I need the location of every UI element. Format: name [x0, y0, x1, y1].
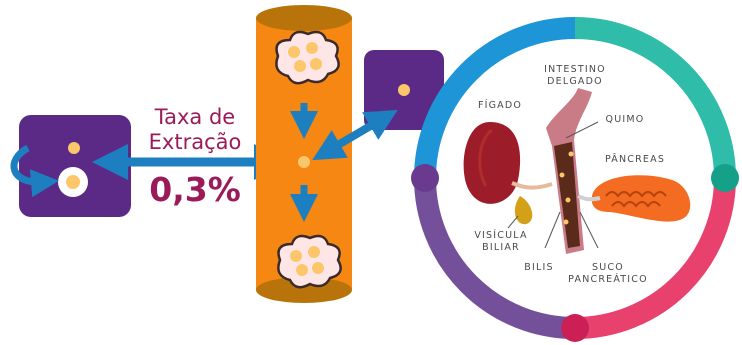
label-quimo: QUIMO	[605, 114, 645, 125]
label-suco-line2: PANCREÁTICO	[568, 274, 648, 285]
extraction-rate-value: 0,3%	[149, 170, 241, 209]
left-box	[10, 115, 131, 217]
nutrient-cluster-top	[275, 30, 340, 85]
label-intestino-delgado: INTESTINO DELGADO	[540, 64, 610, 88]
cycle-arrow	[10, 144, 59, 198]
molecule-dot	[68, 142, 80, 154]
label-intestino-line2: DELGADO	[547, 76, 603, 87]
label-vesicula-line1: VISÍCULA	[474, 230, 528, 241]
orange-column	[256, 5, 352, 303]
label-bilis: BILIS	[524, 262, 554, 273]
exchange-arrow	[312, 109, 398, 161]
leader-lines	[507, 121, 599, 249]
liver	[463, 122, 521, 204]
label-intestino-line1: INTESTINO	[544, 64, 606, 75]
extraction-rate-title: Taxa de Extração	[140, 105, 250, 155]
pancreas	[577, 175, 691, 222]
nutrient-cluster-bottom	[277, 234, 342, 289]
label-vesicula-biliar: VISÍCULA BILIAR	[466, 230, 536, 254]
gallbladder	[511, 181, 553, 225]
label-suco-line1: SUCO	[592, 262, 624, 273]
label-vesicula-line2: BILIAR	[482, 242, 520, 253]
extraction-title-line2: Extração	[148, 130, 242, 154]
label-suco-pancreatico: SUCO PANCREÁTICO	[562, 262, 654, 286]
center-molecule-dot	[298, 156, 310, 168]
label-pancreas: PÂNCREAS	[604, 154, 666, 165]
extraction-title-line1: Taxa de	[154, 105, 236, 129]
label-figado: FÍGADO	[477, 100, 523, 111]
